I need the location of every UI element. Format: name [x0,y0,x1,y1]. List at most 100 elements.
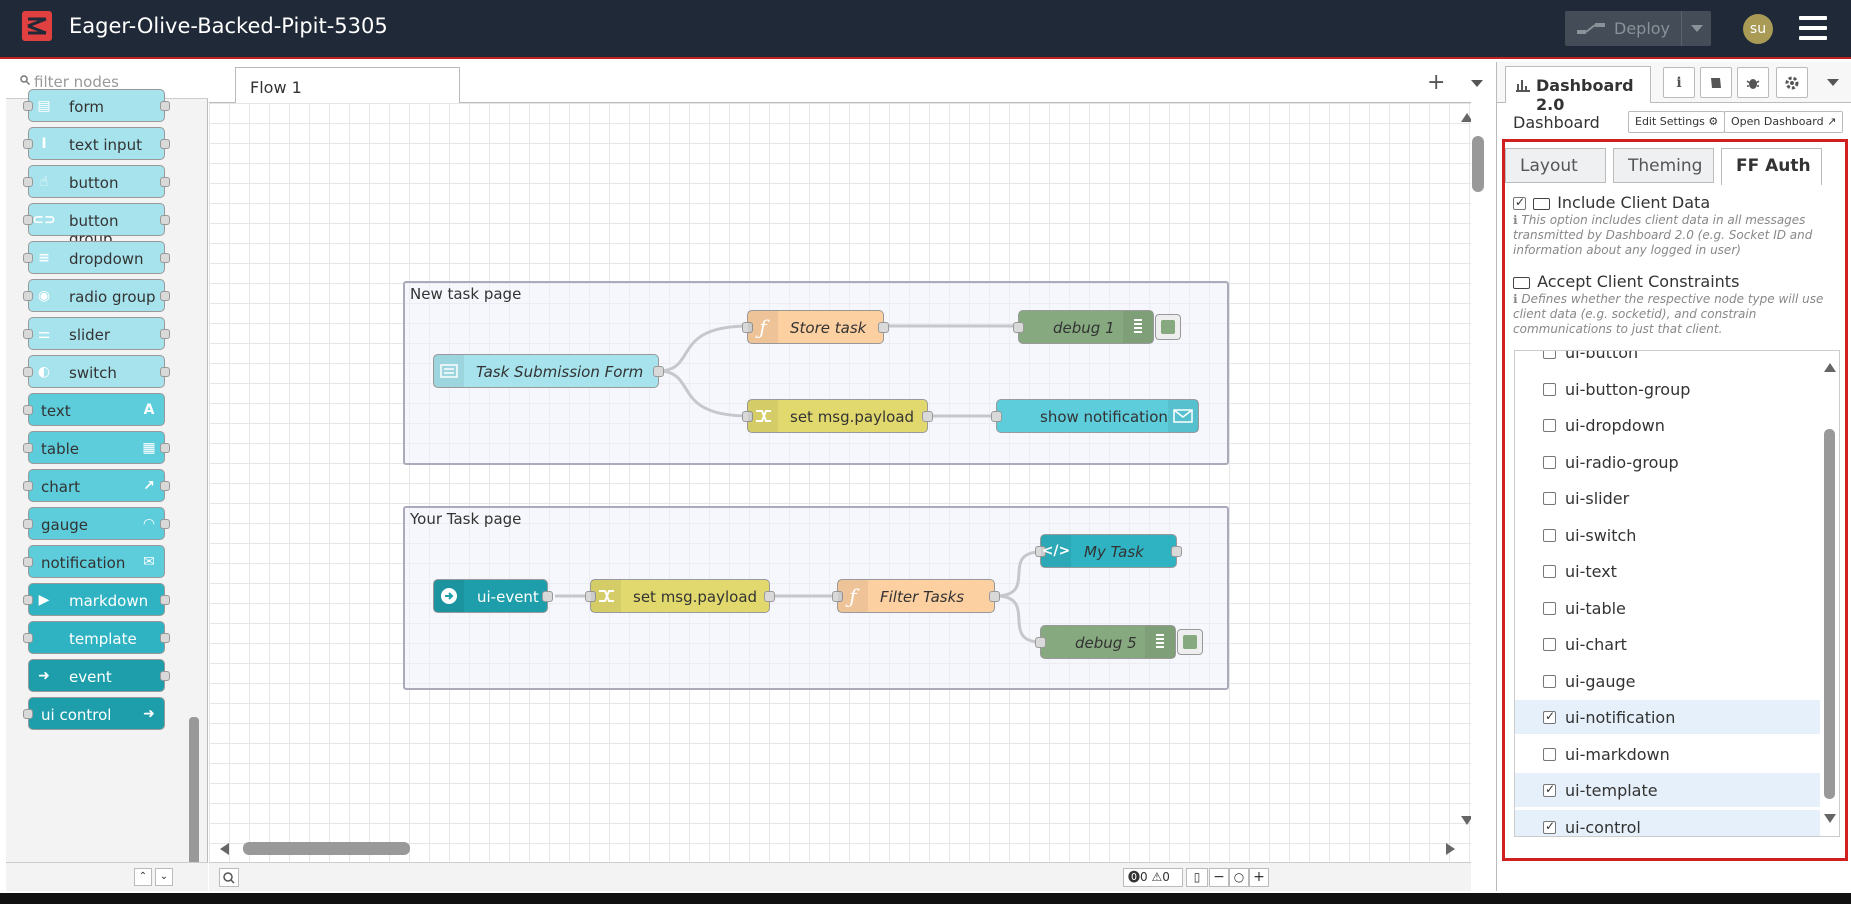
palette-scrollbar[interactable] [189,717,199,887]
constraint-item-ui-radio-group[interactable]: ui-radio-group [1515,445,1820,479]
output-port[interactable] [653,366,664,377]
constraint-item-ui-template[interactable]: ui-template [1515,773,1820,807]
palette-node-table[interactable]: ▦table [23,431,170,464]
constraint-checkbox[interactable] [1543,565,1556,578]
tab-layout[interactable]: Layout [1505,148,1606,183]
node-debug-5[interactable]: debug 5 [1035,625,1203,659]
constraint-item-ui-chart[interactable]: ui-chart [1515,627,1820,661]
node-ui-event[interactable]: ui-event [433,579,553,613]
constraint-checkbox[interactable] [1543,638,1556,651]
canvas-scroll-left-icon[interactable] [220,843,229,855]
zoom-reset-icon[interactable]: ○ [1229,868,1249,887]
sidebar-menu-icon[interactable] [1827,79,1839,86]
constraint-item-ui-dropdown[interactable]: ui-dropdown [1515,408,1820,442]
constraint-checkbox[interactable] [1543,819,1556,834]
palette-node-ui-control[interactable]: ➜ui control [23,697,165,730]
palette-node-form[interactable]: ▤form [23,89,170,122]
list-scroll-up-icon[interactable] [1824,363,1836,372]
constraint-checkbox[interactable] [1543,419,1556,432]
palette-node-slider[interactable]: ⚌slider [23,317,170,350]
input-port[interactable] [1013,322,1024,333]
info-icon[interactable]: i [1663,67,1695,98]
constraint-item-ui-button-group[interactable]: ui-button-group [1515,372,1820,406]
output-port[interactable] [542,591,553,602]
collapse-all-icon[interactable]: ⌃ [134,868,152,886]
node-my-task[interactable]: </> My Task [1035,534,1182,568]
palette-node-dropdown[interactable]: ≡dropdown [23,241,170,274]
map-icon[interactable]: ▯ [1186,868,1208,887]
input-port[interactable] [832,591,843,602]
input-port[interactable] [1035,637,1046,648]
deploy-menu-button[interactable] [1681,11,1711,46]
flow-canvas[interactable]: New task page Your Task page Task Submis… [209,103,1471,865]
node-task-submission-form[interactable]: Task Submission Form [433,354,664,388]
list-scroll-down-icon[interactable] [1824,814,1836,823]
debug-toggle-button[interactable] [1155,314,1181,340]
zoom-out-icon[interactable]: − [1209,868,1229,887]
constraint-item-ui-slider[interactable]: ui-slider [1515,481,1820,515]
palette-node-button-group[interactable]: ⊂⊃button group [23,203,170,248]
gear-icon[interactable] [1776,67,1808,98]
input-port[interactable] [742,322,753,333]
constraint-checkbox[interactable] [1543,782,1556,797]
user-avatar[interactable]: su [1743,14,1773,44]
constraint-item-ui-markdown[interactable]: ui-markdown [1515,737,1820,771]
node-debug-1[interactable]: debug 1 [1013,310,1181,344]
edit-settings-button[interactable]: Edit Settings ⚙ [1628,111,1726,133]
search-flows-icon[interactable] [219,868,239,887]
constraint-item-ui-table[interactable]: ui-table [1515,591,1820,625]
include-client-data-checkbox[interactable] [1513,195,1526,210]
constraint-checkbox[interactable] [1543,492,1556,505]
constraint-checkbox[interactable] [1543,528,1556,542]
output-port[interactable] [764,591,775,602]
bug-icon[interactable] [1737,67,1769,98]
constraint-item-ui-switch[interactable]: ui-switch [1515,518,1820,552]
output-port[interactable] [989,591,1000,602]
constraint-item-ui-button[interactable]: ui-button [1515,351,1820,369]
constraint-checkbox[interactable] [1543,674,1556,688]
constraint-item-ui-gauge[interactable]: ui-gauge [1515,664,1820,698]
include-client-data-option[interactable]: Include Client Data [1513,193,1710,212]
expand-all-icon[interactable]: ⌄ [155,868,173,886]
canvas-vertical-scrollbar[interactable] [1472,136,1484,192]
canvas-scroll-up-icon[interactable] [1461,113,1471,122]
node-show-notification[interactable]: show notification [991,399,1199,433]
node-filter-tasks[interactable]: ƒ Filter Tasks [832,579,1000,613]
palette-node-gauge[interactable]: ◠gauge [23,507,170,540]
constraint-checkbox[interactable] [1543,601,1556,615]
palette-node-notification[interactable]: ✉notification [23,545,165,578]
tab-theming[interactable]: Theming [1613,148,1714,183]
node-store-task[interactable]: ƒ Store task [742,310,889,344]
constraint-item-ui-text[interactable]: ui-text [1515,554,1820,588]
palette-node-markdown[interactable]: ▶markdown [23,583,170,616]
debug-toggle-button[interactable] [1177,629,1203,655]
canvas-scroll-right-icon[interactable] [1446,843,1455,855]
canvas-horizontal-scrollbar[interactable] [243,842,410,855]
palette-node-template[interactable]: template [23,621,170,654]
constraint-item-ui-control[interactable]: ui-control [1515,809,1820,836]
input-port[interactable] [742,411,753,422]
open-dashboard-button[interactable]: Open Dashboard ↗ [1724,111,1844,133]
constraint-checkbox[interactable] [1543,455,1556,469]
output-port[interactable] [922,411,933,422]
zoom-in-icon[interactable]: + [1249,868,1269,887]
book-icon[interactable] [1700,67,1732,98]
tab-flow-1[interactable]: Flow 1 [235,67,460,104]
node-red-logo-icon[interactable] [22,11,52,41]
input-port[interactable] [1035,546,1046,557]
palette-node-event[interactable]: ➜event [28,659,170,692]
palette-node-chart[interactable]: ↗chart [23,469,170,502]
node-set-msg-payload-2[interactable]: set msg.payload [585,579,775,613]
palette-node-button[interactable]: ☝button [23,165,170,198]
output-port[interactable] [878,322,889,333]
input-port[interactable] [991,411,1002,422]
tab-dashboard[interactable]: Dashboard 2.0 [1505,66,1651,114]
canvas-scroll-down-icon[interactable] [1461,816,1471,825]
node-set-msg-payload-1[interactable]: set msg.payload [742,399,933,433]
search-input[interactable]: filter nodes [34,73,119,91]
constraint-checkbox[interactable] [1543,709,1556,724]
constraint-checkbox[interactable] [1543,351,1556,359]
